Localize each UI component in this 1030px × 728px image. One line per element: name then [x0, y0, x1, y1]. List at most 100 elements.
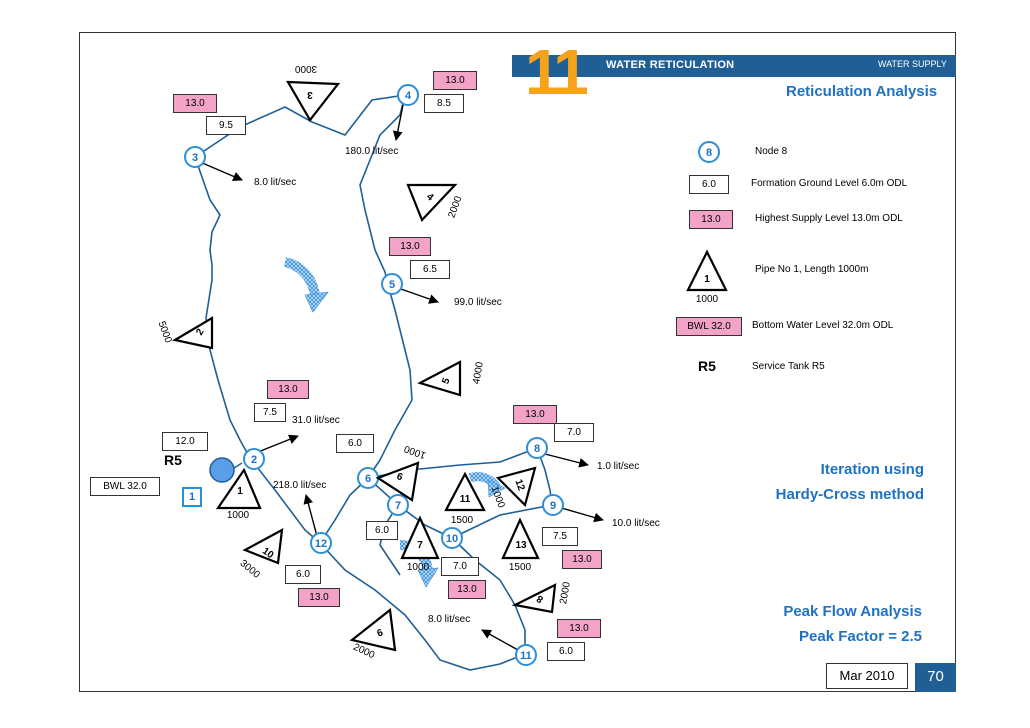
n5-supply-level: 13.0 [389, 237, 431, 256]
node-label: 4 [405, 90, 412, 102]
legend-pipe-text: Pipe No 1, Length 1000m [755, 264, 869, 275]
pipe-number: 2 [194, 327, 207, 338]
pipe-length: 3000 [294, 63, 317, 74]
tank-number: 1 [182, 487, 202, 507]
pipe-tri-11 [444, 471, 486, 512]
node-label: 3 [192, 152, 198, 164]
flow-label-n11: 8.0 lit/sec [428, 614, 471, 625]
n12-ground-level: 6.0 [285, 565, 321, 584]
pipe-tri-9 [375, 461, 420, 502]
node-label: 8 [534, 443, 540, 455]
n11-supply-level: 13.0 [557, 619, 601, 638]
n10-ground-level: 7.0 [441, 557, 479, 576]
legend-pipe-tri [686, 249, 728, 292]
pipe-5-6 [367, 284, 413, 479]
legend-tank-label: R5 [698, 358, 716, 374]
pipe-2-3 [194, 156, 251, 459]
flow-label-n3: 8.0 lit/sec [254, 177, 297, 188]
n2-tank-level: 12.0 [162, 432, 208, 451]
pipe-length: 1000 [402, 442, 427, 460]
n9-ground-level: 7.5 [542, 527, 578, 546]
peak-note-line2: Peak Factor = 2.5 [799, 628, 922, 645]
header-bar [512, 55, 956, 77]
legend-pipe-number: 1 [704, 274, 710, 285]
pipe-number: 12 [512, 478, 526, 493]
flow-label-n4: 180.0 lit/sec [345, 146, 399, 157]
flow-label-n8: 1.0 lit/sec [597, 461, 640, 472]
node-label: 11 [520, 650, 532, 662]
pipe-tri-8 [511, 583, 557, 614]
node-label: 7 [395, 500, 401, 512]
pipe-length: 1000 [407, 562, 430, 573]
pipe-number: 5 [440, 376, 452, 385]
n2-ground-level: 7.5 [254, 403, 286, 422]
node-9 [542, 494, 564, 516]
n12-supply-level: 13.0 [298, 588, 340, 607]
pipe-12-6 [319, 477, 369, 544]
header-left-title: WATER RETICULATION [606, 59, 735, 71]
pipe-12-11 [319, 542, 526, 671]
n11-ground-level: 6.0 [547, 642, 585, 661]
pipe-triangles [172, 80, 728, 652]
pipe-tri-13 [501, 517, 540, 560]
pipe-tri-3 [286, 80, 341, 122]
n9-supply-level: 13.0 [562, 550, 602, 569]
legend-ground-text: Formation Ground Level 6.0m ODL [751, 178, 908, 189]
pipe-lengths: 3000 2000 5000 4000 1000 1000 1500 1000 … [156, 63, 719, 661]
pipe-7-11 [379, 504, 401, 576]
legend-node-text: Node 8 [755, 146, 788, 157]
legend-bwl-box: BWL 32.0 [676, 317, 742, 336]
pipe-number: 8 [535, 592, 546, 605]
n2-supply-level: 13.0 [267, 380, 309, 399]
pipe-length: 5000 [156, 320, 174, 345]
node-label: 12 [315, 538, 327, 550]
node-4 [397, 84, 419, 106]
pipe-length: 3000 [238, 558, 262, 581]
n4-supply-level: 13.0 [433, 71, 477, 90]
tank-label: R5 [164, 452, 182, 468]
node-label: 10 [446, 533, 458, 545]
pipe-network [194, 94, 553, 671]
n8-ground-level: 7.0 [554, 423, 594, 442]
node-12 [310, 532, 332, 554]
node-3 [184, 146, 206, 168]
pipe-number: 13 [515, 540, 527, 551]
legend-supply-box: 13.0 [689, 210, 733, 229]
pipe-tri-7 [400, 515, 440, 560]
legend-pipe-length: 1000 [696, 294, 719, 305]
tank-bwl: BWL 32.0 [90, 477, 160, 496]
node-label: 5 [389, 279, 395, 291]
node-2 [243, 448, 265, 470]
pipe-length: 1000 [227, 510, 250, 521]
flow-label-n2: 31.0 lit/sec [292, 415, 340, 426]
pipe-tri-10 [242, 528, 284, 565]
n5-ground-level: 6.5 [410, 260, 450, 279]
pipe-length: 1500 [509, 562, 532, 573]
page-number: 70 [915, 663, 956, 692]
demand-arrows [199, 104, 604, 651]
section-number: 11 [525, 36, 589, 108]
pipe-number: 11 [460, 494, 471, 505]
pipe-number: 7 [417, 540, 423, 551]
node-label: 6 [365, 473, 371, 485]
node-7 [387, 494, 409, 516]
n4-ground-level: 8.5 [424, 94, 464, 113]
pipe-length: 2000 [446, 194, 464, 219]
pipe-tri-12 [495, 466, 537, 508]
legend-tank-text: Service Tank R5 [752, 361, 825, 372]
pipe-tri-5 [417, 360, 462, 397]
legend-supply-text: Highest Supply Level 13.0m ODL [755, 213, 903, 224]
iteration-note-line2: Hardy-Cross method [775, 486, 924, 503]
slide-frame [79, 32, 956, 692]
n6-ground-level: 6.0 [336, 434, 374, 453]
node-5 [381, 273, 403, 295]
page-title: Reticulation Analysis [786, 83, 938, 100]
legend-node-circle [698, 141, 720, 163]
n7-ground-level: 6.0 [366, 521, 398, 540]
node-11 [515, 644, 537, 666]
node-10 [441, 527, 463, 549]
pipe-number: 9 [395, 469, 404, 481]
pipe-length: 4000 [471, 361, 486, 385]
flow-label-n9: 10.0 lit/sec [612, 518, 660, 529]
pipe-9-10 [451, 504, 553, 539]
